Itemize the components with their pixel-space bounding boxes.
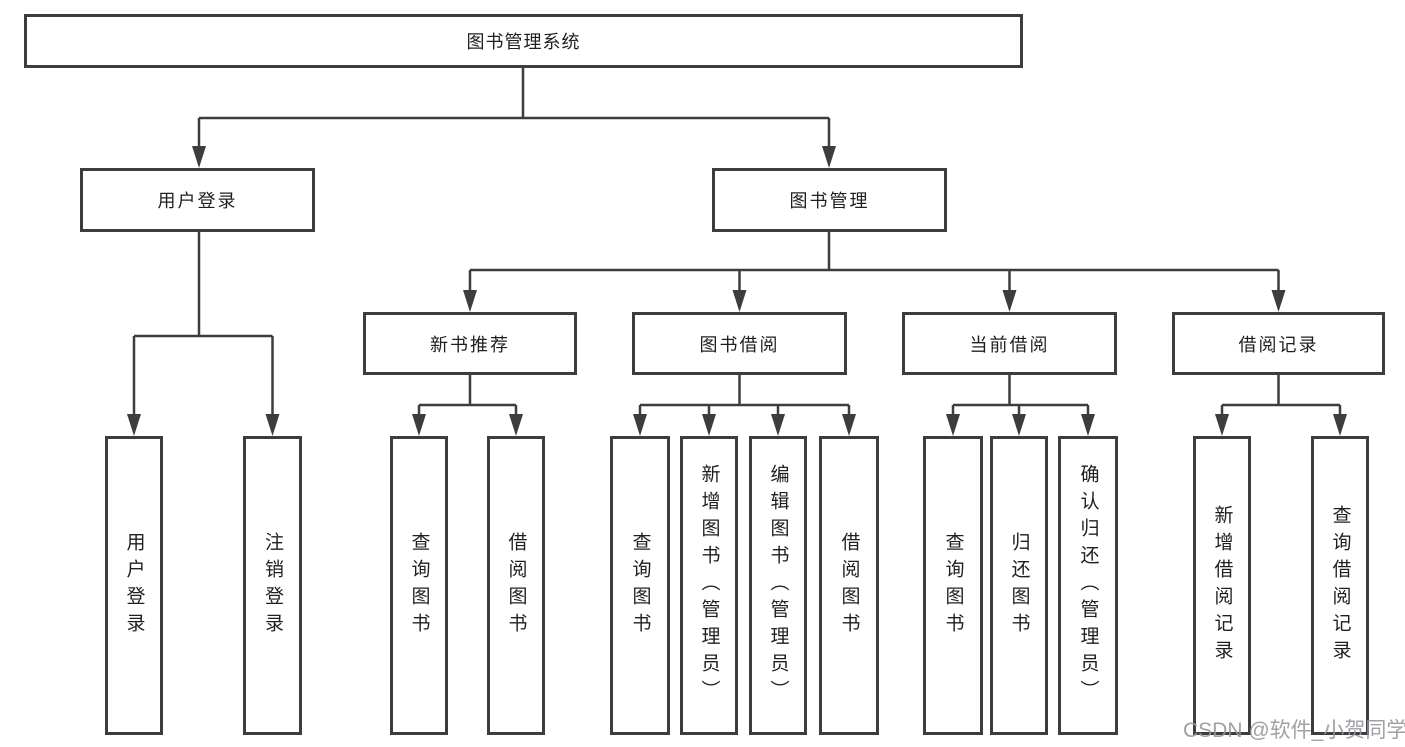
node-user-login-label: 用户登录 <box>157 191 238 211</box>
leaf-query-books-recommend-label: 查询图书 <box>408 531 430 640</box>
leaf-borrow-books-recommend-label: 借阅图书 <box>505 531 527 640</box>
leaf-add-borrow-record: 新增借阅记录 <box>1193 436 1251 735</box>
node-current-borrowing-label: 当前借阅 <box>969 334 1050 355</box>
arrowheads <box>127 146 1347 436</box>
leaf-query-books-borrowing: 查询图书 <box>610 436 670 735</box>
leaf-borrow-books-recommend: 借阅图书 <box>487 436 545 735</box>
leaf-edit-book-admin-label: 编辑图书（管理员） <box>767 464 789 707</box>
node-user-login: 用户登录 <box>80 168 315 232</box>
leaf-add-book-admin: 新增图书（管理员） <box>680 436 738 735</box>
leaf-user-login-label: 用户登录 <box>123 531 145 640</box>
leaf-add-borrow-record-label: 新增借阅记录 <box>1211 504 1233 667</box>
node-book-borrowing-label: 图书借阅 <box>699 334 780 355</box>
leaf-return-books: 归还图书 <box>990 436 1048 735</box>
connector-book-borrowing-children <box>638 375 851 416</box>
node-new-book-recommendation: 新书推荐 <box>363 312 577 375</box>
connector-new-book-recommendation-children <box>417 375 518 416</box>
leaf-borrow-books-borrowing: 借阅图书 <box>819 436 879 735</box>
connector-user-login-children <box>132 232 274 416</box>
leaf-query-borrow-record-label: 查询借阅记录 <box>1329 504 1351 667</box>
leaf-logout-label: 注销登录 <box>262 531 283 640</box>
node-book-borrowing: 图书借阅 <box>632 312 847 375</box>
connector-borrowing-records-children <box>1220 375 1342 416</box>
leaf-query-books-recommend: 查询图书 <box>390 436 448 735</box>
connector-current-borrowing-children <box>951 375 1090 416</box>
leaf-query-borrow-record: 查询借阅记录 <box>1311 436 1369 735</box>
leaf-user-login: 用户登录 <box>105 436 163 735</box>
connector-root-to-level2 <box>197 68 831 148</box>
leaf-edit-book-admin: 编辑图书（管理员） <box>749 436 807 735</box>
watermark: CSDN @软件_小贺同学 <box>1183 719 1405 742</box>
node-book-management: 图书管理 <box>712 168 947 232</box>
node-root-label: 图书管理系统 <box>466 32 581 52</box>
node-book-management-label: 图书管理 <box>789 191 870 211</box>
node-borrowing-records: 借阅记录 <box>1172 312 1385 375</box>
connector-book-management-children <box>468 232 1280 294</box>
node-borrowing-records-label: 借阅记录 <box>1238 334 1319 355</box>
leaf-query-books-borrowing-label: 查询图书 <box>629 531 651 640</box>
leaf-return-books-label: 归还图书 <box>1008 531 1030 640</box>
node-root: 图书管理系统 <box>24 14 1023 68</box>
leaf-query-books-current-label: 查询图书 <box>942 531 964 640</box>
leaf-query-books-current: 查询图书 <box>923 436 983 735</box>
leaf-borrow-books-borrowing-label: 借阅图书 <box>838 531 860 640</box>
node-new-book-recommendation-label: 新书推荐 <box>430 334 510 355</box>
leaf-logout: 注销登录 <box>243 436 302 735</box>
leaf-confirm-return-admin-label: 确认归还（管理员） <box>1077 464 1099 707</box>
node-current-borrowing: 当前借阅 <box>902 312 1117 375</box>
leaf-add-book-admin-label: 新增图书（管理员） <box>698 464 720 707</box>
leaf-confirm-return-admin: 确认归还（管理员） <box>1058 436 1118 735</box>
